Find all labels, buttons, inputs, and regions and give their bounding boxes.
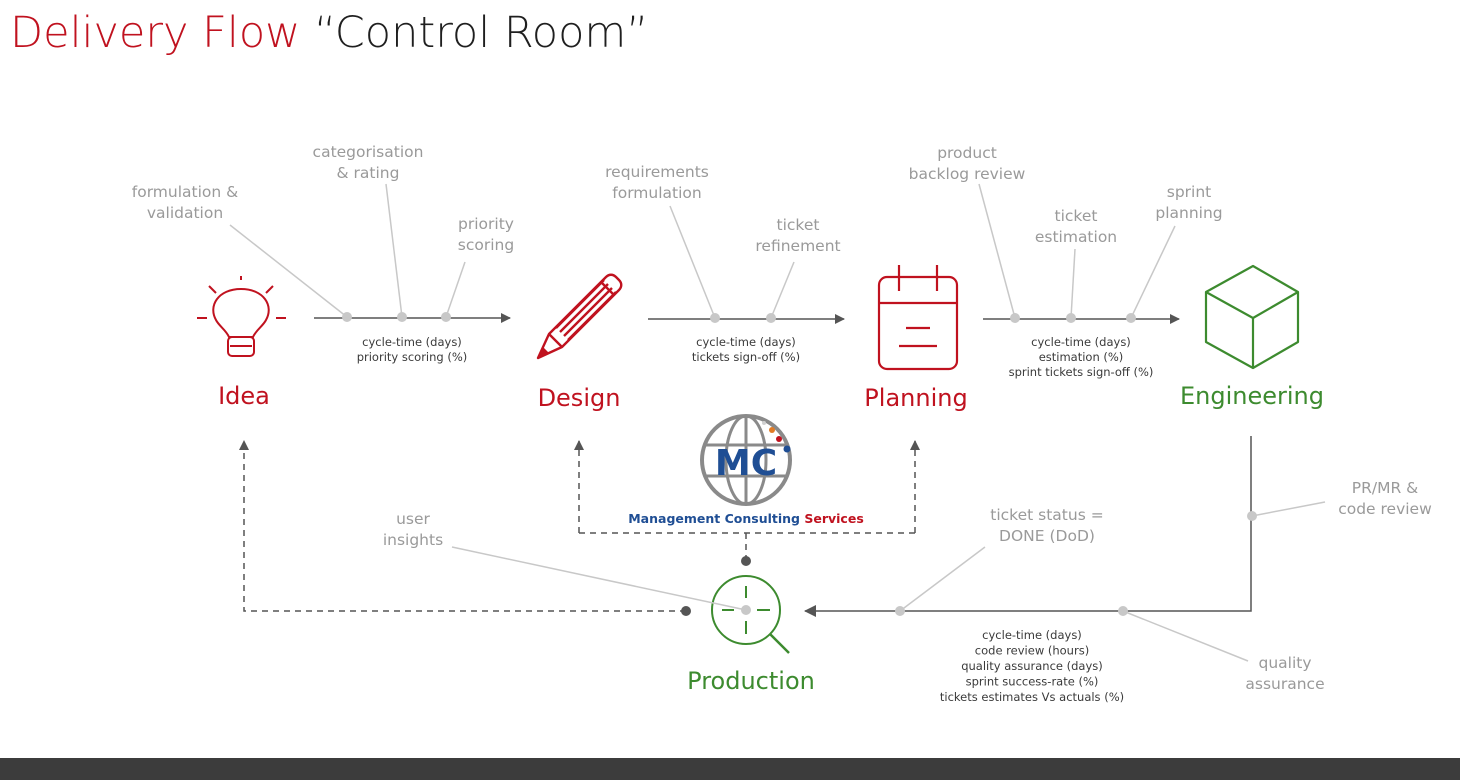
metric-list: cycle-time (days)priority scoring (%) [357, 335, 468, 364]
page-title: Delivery Flow “Control Room” [10, 4, 649, 62]
globe-icon [700, 414, 792, 506]
logo-wordmark: Management Consulting Services [628, 511, 864, 526]
stage-label-engineering: Engineering [1180, 382, 1324, 410]
stage-label-idea: Idea [218, 382, 270, 410]
metric-list: cycle-time (days)tickets sign-off (%) [692, 335, 800, 364]
calendar-icon [877, 265, 959, 371]
arrow-engineering-to-production [804, 436, 1252, 617]
pencil-icon [536, 273, 623, 360]
step-label: ticket status =DONE (DoD) [990, 506, 1103, 545]
metric-list: cycle-time (days)estimation (%)sprint ti… [1009, 335, 1154, 379]
stage-label-design: Design [538, 384, 621, 412]
metric-list: cycle-time (days)code review (hours)qual… [940, 628, 1124, 704]
step-label: categorisation& rating [313, 143, 424, 182]
logo-dots [762, 421, 791, 453]
step-label: formulation &validation [132, 183, 238, 222]
mc-logo: MC Management Consulting Services [628, 414, 864, 526]
title-part-1: Delivery Flow [10, 8, 301, 58]
stage-label-planning: Planning [864, 384, 967, 412]
stage-label-production: Production [687, 667, 815, 695]
feedback-origin-dot [681, 606, 691, 616]
cube-icon [1204, 264, 1300, 370]
magnifier-icon [711, 575, 790, 654]
lightbulb-icon [197, 276, 286, 357]
feedback-arrow-to-idea [239, 440, 686, 612]
logo-monogram: MC [715, 443, 777, 484]
footer-bar [0, 758, 1460, 780]
leader-lines [229, 183, 1326, 662]
title-part-2: “Control Room” [314, 8, 649, 58]
step-label: PR/MR &code review [1338, 479, 1432, 518]
feedback-stem-dot [741, 556, 751, 566]
